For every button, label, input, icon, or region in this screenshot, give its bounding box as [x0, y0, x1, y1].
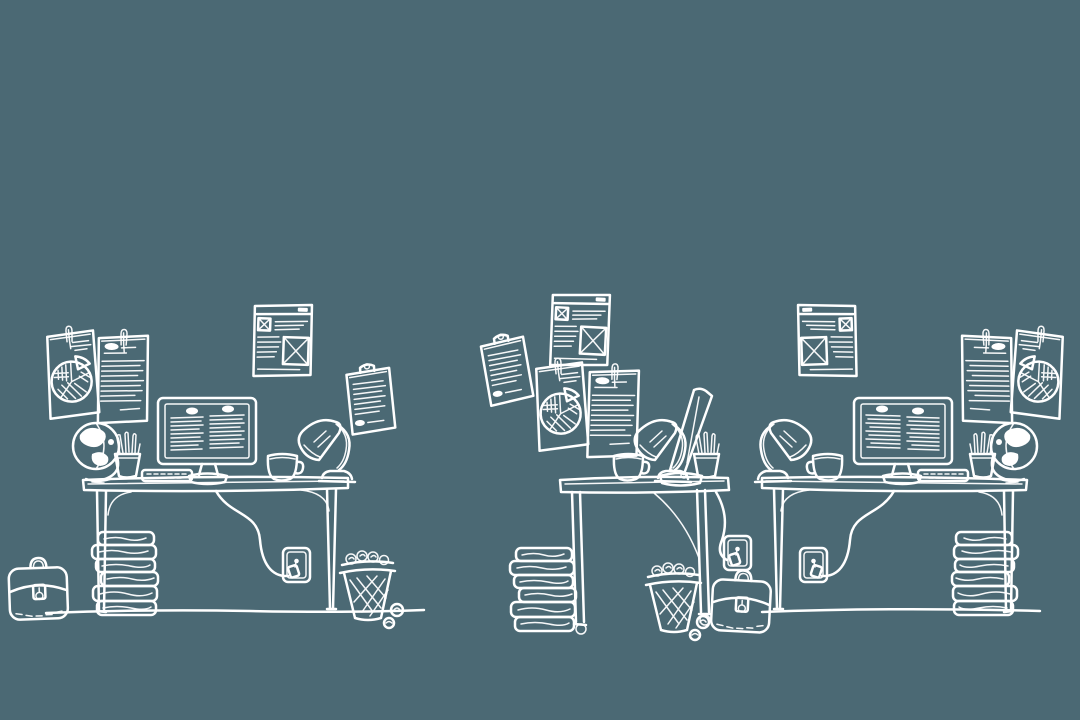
book-stack — [90, 530, 160, 617]
caster-wheel — [575, 623, 587, 635]
pie-chart-pinned-note — [46, 325, 100, 419]
globe — [71, 421, 121, 485]
briefcase — [6, 555, 70, 622]
power-outlet-with-plug — [281, 546, 312, 584]
desk-lamp — [297, 418, 357, 484]
desk — [558, 475, 731, 635]
clipboard — [478, 329, 536, 408]
wireframe-poster — [547, 290, 613, 370]
monitor-rear-view — [658, 387, 714, 487]
wireframe-poster — [251, 301, 315, 380]
book-stack — [508, 546, 578, 633]
floor-line-right — [760, 607, 1042, 614]
power-cable — [214, 489, 290, 578]
workspace-center — [478, 290, 774, 642]
power-outlet-with-plug — [722, 534, 753, 572]
text-pinned-note — [96, 329, 150, 425]
workspace-right — [755, 303, 1064, 615]
waste-basket — [338, 549, 405, 630]
briefcase — [709, 567, 774, 635]
text-pinned-note — [585, 363, 641, 460]
power-cable — [714, 490, 729, 562]
clipboard — [344, 360, 397, 436]
workspace-left-core — [46, 301, 357, 617]
monitor-with-keyboard — [140, 396, 258, 486]
pie-chart-pinned-note — [535, 357, 589, 451]
